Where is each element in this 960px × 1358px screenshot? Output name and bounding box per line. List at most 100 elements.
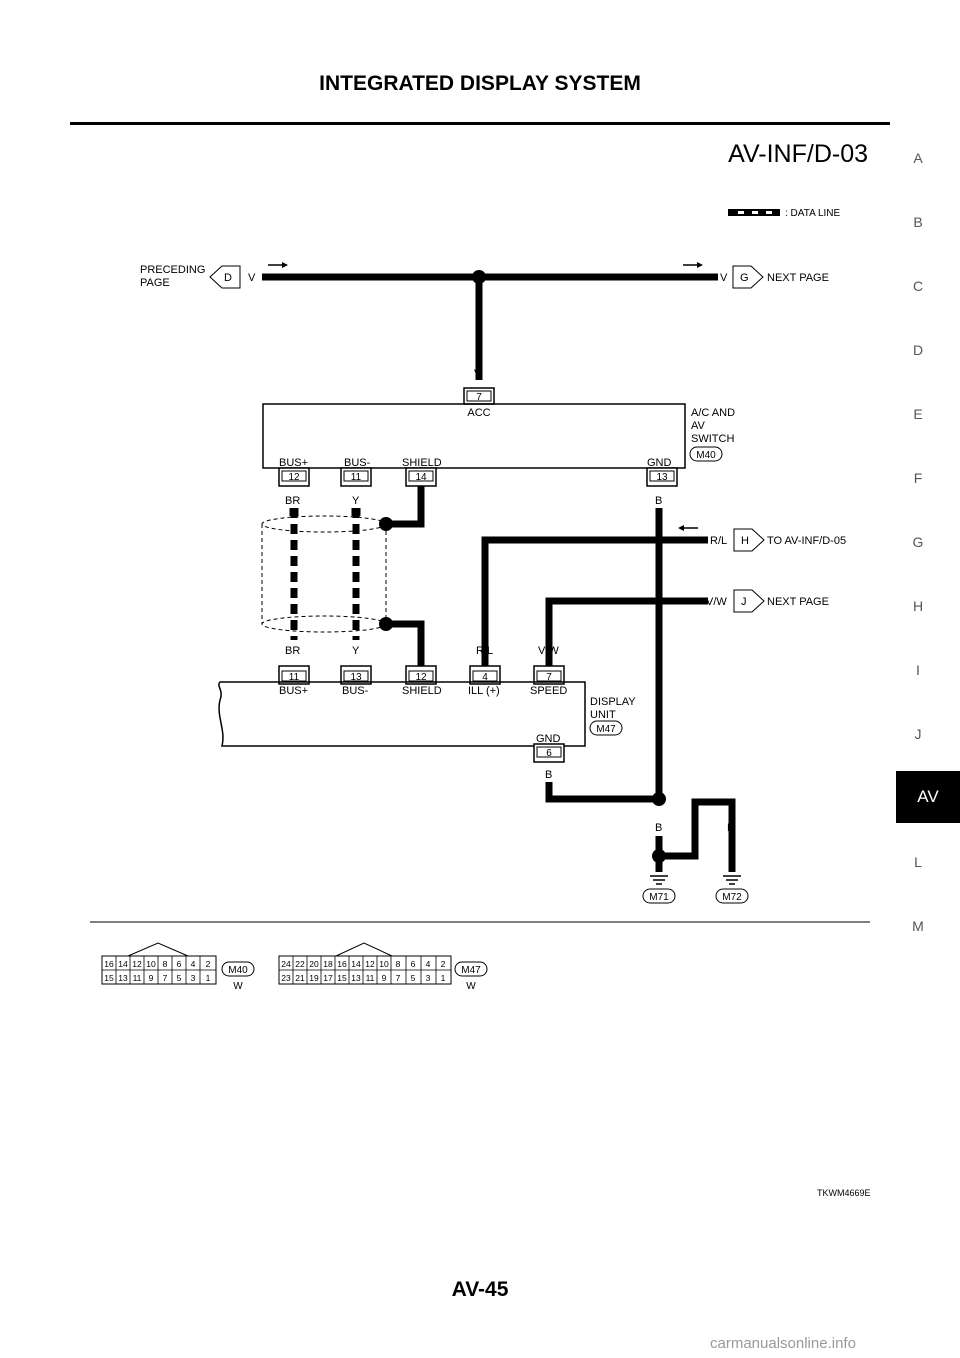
svg-text:13: 13	[118, 973, 128, 983]
pin-speed-display	[536, 670, 562, 682]
wire-shield-switch	[386, 486, 425, 528]
svg-text:2: 2	[206, 959, 211, 969]
shield-ellipse-bottom	[261, 615, 387, 633]
svg-text:7: 7	[163, 973, 168, 983]
section-tab-b[interactable]: B	[913, 214, 923, 230]
svg-text:6: 6	[411, 959, 416, 969]
pin-gnd-display	[536, 746, 562, 758]
svg-text:12: 12	[132, 959, 142, 969]
svg-text:23: 23	[281, 973, 291, 983]
svg-text:3: 3	[191, 973, 196, 983]
wire-color-b-gnd: B	[655, 495, 662, 507]
section-tab-av-active[interactable]: AV	[896, 771, 960, 823]
svg-text:17: 17	[323, 973, 333, 983]
label-bus-plus-display: BUS+	[279, 685, 308, 697]
svg-text:16: 16	[104, 959, 114, 969]
ac-av-switch-name-1: A/C AND	[691, 407, 735, 419]
pin-bus-plus-switch	[281, 470, 307, 482]
connector-ref-d-letter: D	[224, 272, 232, 284]
label-gnd-switch: GND	[647, 457, 672, 469]
section-tab-e[interactable]: E	[913, 406, 923, 422]
svg-text:5: 5	[177, 973, 182, 983]
label-speed-display: SPEED	[530, 685, 567, 697]
section-tab-l[interactable]: L	[914, 854, 922, 870]
svg-text:15: 15	[337, 973, 347, 983]
section-tab-f[interactable]: F	[913, 470, 923, 486]
preceding-page-label-1: PRECEDING	[140, 264, 205, 276]
label-shield-display: SHIELD	[402, 685, 442, 697]
svg-text:1: 1	[441, 973, 446, 983]
wire-color-b-m71: B	[655, 822, 662, 834]
svg-text:11: 11	[366, 973, 375, 983]
next-page-label-g: NEXT PAGE	[767, 272, 829, 284]
svg-text:7: 7	[396, 973, 401, 983]
section-tab-c[interactable]: C	[912, 278, 924, 294]
section-tab-j[interactable]: J	[914, 726, 922, 742]
svg-text:2: 2	[441, 959, 446, 969]
svg-text:18: 18	[323, 959, 333, 969]
svg-text:21: 21	[295, 973, 305, 983]
svg-text:10: 10	[379, 959, 389, 969]
display-unit-box	[218, 681, 586, 747]
connector-ref-g	[732, 265, 764, 289]
svg-text:24: 24	[281, 959, 291, 969]
svg-text:14: 14	[118, 959, 128, 969]
svg-text:8: 8	[396, 959, 401, 969]
svg-text:6: 6	[546, 748, 552, 759]
svg-text:M47: M47	[461, 965, 481, 976]
ac-av-switch-box	[262, 403, 686, 469]
wire-color-v-right: V	[720, 272, 728, 284]
svg-text:3: 3	[426, 973, 431, 983]
section-tab-i[interactable]: I	[916, 662, 920, 678]
section-tab-a[interactable]: A	[913, 150, 923, 166]
svg-text:1: 1	[206, 973, 211, 983]
label-bus-plus-switch: BUS+	[279, 457, 308, 469]
pin-bus-minus-display	[343, 670, 369, 682]
page-header-title: INTEGRATED DISPLAY SYSTEM	[319, 72, 641, 95]
svg-text:11: 11	[351, 472, 362, 483]
svg-text:5: 5	[411, 973, 416, 983]
svg-text:4: 4	[426, 959, 431, 969]
wire-color-y-bottom: Y	[352, 645, 360, 657]
wire-rl	[481, 536, 708, 668]
pin-shield-switch	[408, 470, 434, 482]
wire-color-y-top: Y	[352, 495, 360, 507]
label-gnd-display: GND	[536, 733, 561, 745]
svg-text:15: 15	[104, 973, 114, 983]
svg-text:16: 16	[337, 959, 347, 969]
wire-color-v-acc: V	[474, 368, 482, 380]
svg-text:9: 9	[149, 973, 154, 983]
svg-text:M72: M72	[722, 892, 742, 903]
label-acc: ACC	[467, 407, 490, 419]
wire-color-vw-bottom: V/W	[538, 645, 559, 657]
pin-ill-display	[472, 670, 498, 682]
connector-ref-d	[209, 265, 241, 289]
svg-text:12: 12	[288, 472, 300, 483]
label-bus-minus-display: BUS-	[342, 685, 369, 697]
connector-ref-j	[733, 589, 765, 613]
image-code: TKWM4669E	[817, 1188, 871, 1198]
svg-text:M71: M71	[649, 892, 669, 903]
svg-text:12: 12	[415, 672, 427, 683]
wire-color-rl-bottom: R/L	[476, 645, 493, 657]
wire-color-b-display-gnd: B	[545, 769, 552, 781]
wire-color-rl-right: R/L	[710, 535, 727, 547]
svg-text:4: 4	[482, 672, 488, 683]
section-tab-g[interactable]: G	[912, 534, 924, 550]
pin-bus-minus-switch	[343, 470, 369, 482]
wire-color-br-bottom: BR	[285, 645, 300, 657]
wire-b-ground-jumper	[659, 798, 736, 872]
svg-text:8: 8	[163, 959, 168, 969]
wire-color-v-left: V	[248, 272, 256, 284]
wire-b-display-gnd	[545, 782, 659, 803]
section-tab-d[interactable]: D	[912, 342, 924, 358]
section-tab-m[interactable]: M	[912, 918, 924, 934]
svg-text:12: 12	[365, 959, 375, 969]
page-number: AV-45	[451, 1278, 509, 1301]
m40-latch	[127, 942, 189, 957]
connector-view-m47-badge	[454, 961, 488, 977]
section-tab-h[interactable]: H	[912, 598, 924, 614]
connector-view-m40-color: W	[233, 981, 243, 992]
connector-ref-j-letter: J	[741, 596, 747, 608]
